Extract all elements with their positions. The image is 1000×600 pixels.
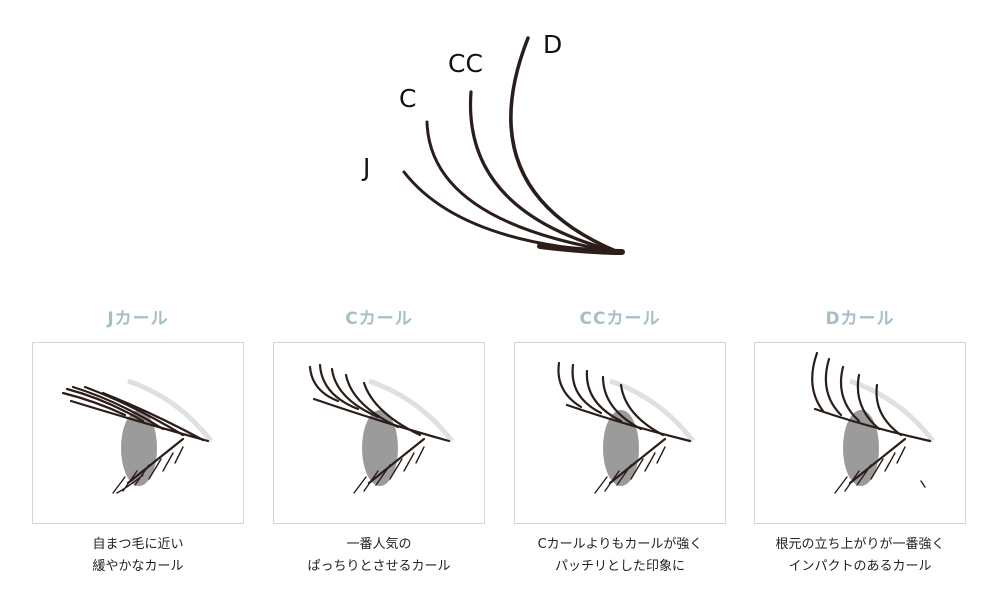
label-cc: CC <box>448 49 483 78</box>
description-line-1: 根元の立ち上がりが一番強く <box>775 537 945 552</box>
eye-illustration-panel <box>273 342 485 524</box>
description-line-2: インパクトのあるカール <box>788 559 932 574</box>
lash-base <box>537 243 625 255</box>
curl-comparison-diagram: J C CC D <box>361 30 625 255</box>
eye-illustration-panel <box>754 342 966 524</box>
curl-title: Dカール <box>825 309 895 329</box>
eye-c-illustration <box>308 363 454 494</box>
description-line-2: パッチリとした印象に <box>554 559 685 574</box>
description-line-1: Cカールよりもカールが強く <box>537 537 703 552</box>
description-line-2: ぱっちりとさせるカール <box>307 559 451 574</box>
curl-description: 自まつ毛に近い 緩やかなカール <box>32 534 244 578</box>
c-curl-lash <box>425 120 620 254</box>
description-line-2: 緩やかなカール <box>92 559 184 574</box>
description-line-1: 自まつ毛に近い <box>92 537 184 552</box>
description-line-1: 一番人気の <box>346 537 412 552</box>
eye-j-illustration <box>61 378 213 494</box>
label-j: J <box>361 153 370 182</box>
eye-cc-illustration <box>557 361 695 494</box>
curl-description: Cカールよりもカールが強く パッチリとした印象に <box>514 534 726 578</box>
eye-illustration-panel <box>32 342 244 524</box>
curl-description: 根元の立ち上がりが一番強く インパクトのあるカール <box>754 534 966 578</box>
curl-card-d: Dカール 根元の立ち上がりが一番強く インパクトのあるカール <box>754 306 966 578</box>
eye-d-illustration <box>811 351 935 494</box>
curl-description: 一番人気の ぱっちりとさせるカール <box>273 534 485 578</box>
curl-card-c: Cカール 一番人気の ぱっちりとさせるカール <box>273 306 485 578</box>
eye-illustration-panel <box>514 342 726 524</box>
curl-card-j: Jカール 自まつ毛に近い 緩やかなカール <box>32 306 244 578</box>
d-curl-lash <box>509 36 620 254</box>
label-c: C <box>399 84 416 113</box>
curl-title: CCカール <box>579 309 661 329</box>
curl-title: Cカール <box>345 309 413 329</box>
curl-title: Jカール <box>107 309 169 329</box>
curl-card-cc: CCカール Cカールよりもカールが強く パッチリとした印象に <box>514 306 726 578</box>
label-d: D <box>543 30 562 59</box>
cc-curl-lash <box>468 90 620 254</box>
j-curl-lash <box>402 170 620 254</box>
